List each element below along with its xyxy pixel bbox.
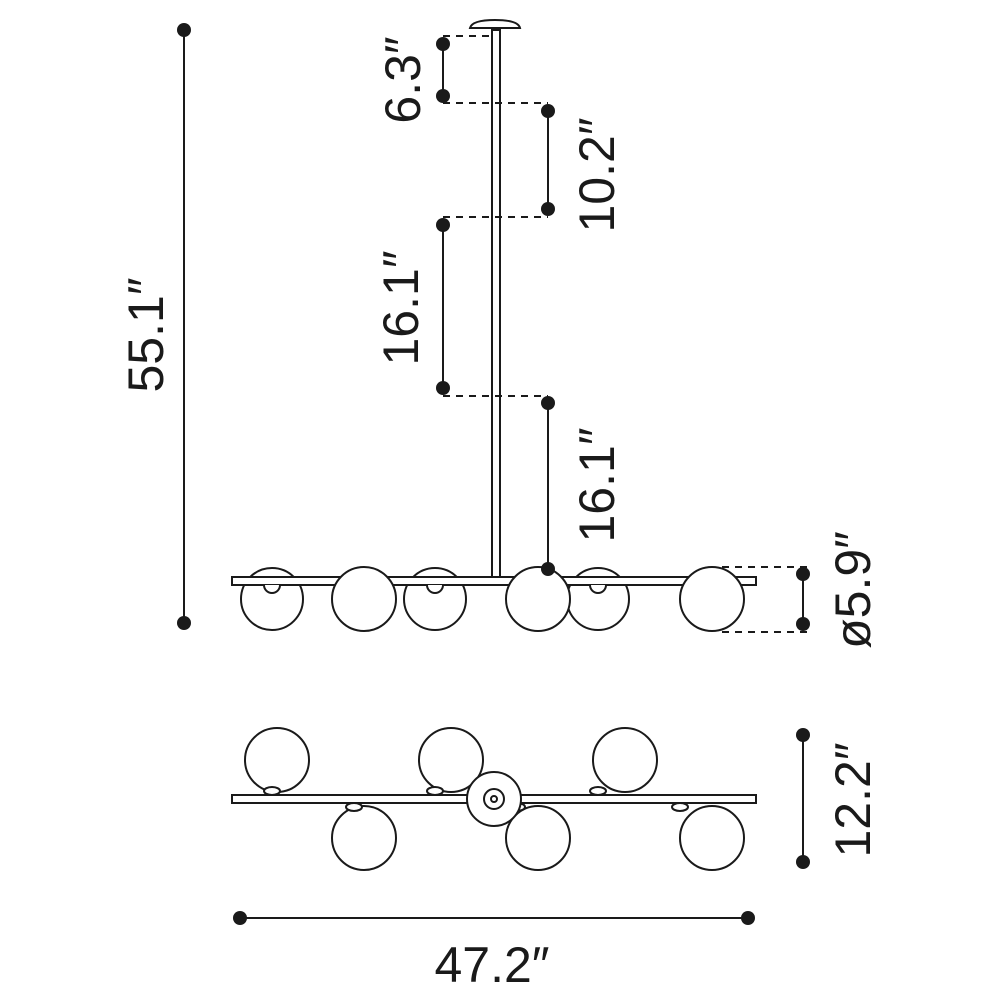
globe: [331, 805, 397, 871]
dim-globe-diameter: [722, 566, 810, 633]
dim-overall-height: [177, 23, 191, 630]
dim-depth: [796, 728, 810, 869]
label-globe-diameter: ø5.9″: [825, 531, 881, 649]
dim-width: [233, 911, 755, 925]
dim-6-3: [436, 35, 548, 104]
globe: [505, 566, 571, 632]
socket: [263, 584, 281, 594]
globe: [592, 727, 658, 793]
dim-10-2: [443, 104, 555, 218]
dim-16-1-lower: [541, 396, 555, 576]
stem-rod: [491, 29, 501, 579]
globe: [418, 727, 484, 793]
front-view: [231, 18, 757, 632]
globe: [244, 727, 310, 793]
front-globes: [331, 566, 745, 632]
label-6-3: 6.3″: [375, 36, 431, 123]
dim-16-1-upper: [436, 218, 548, 397]
globe: [505, 805, 571, 871]
label-16-1-upper: 16.1″: [373, 250, 429, 365]
label-16-1-lower: 16.1″: [569, 427, 625, 542]
top-view: [231, 727, 757, 871]
label-10-2: 10.2″: [569, 117, 625, 232]
socket: [426, 584, 444, 594]
globe: [679, 566, 745, 632]
label-overall-height: 55.1″: [118, 277, 174, 392]
globe: [331, 566, 397, 632]
socket: [589, 584, 607, 594]
label-width: 47.2″: [434, 937, 549, 993]
front-bar: [231, 576, 757, 586]
globe: [679, 805, 745, 871]
canopy: [468, 18, 522, 29]
label-depth: 12.2″: [825, 742, 881, 857]
